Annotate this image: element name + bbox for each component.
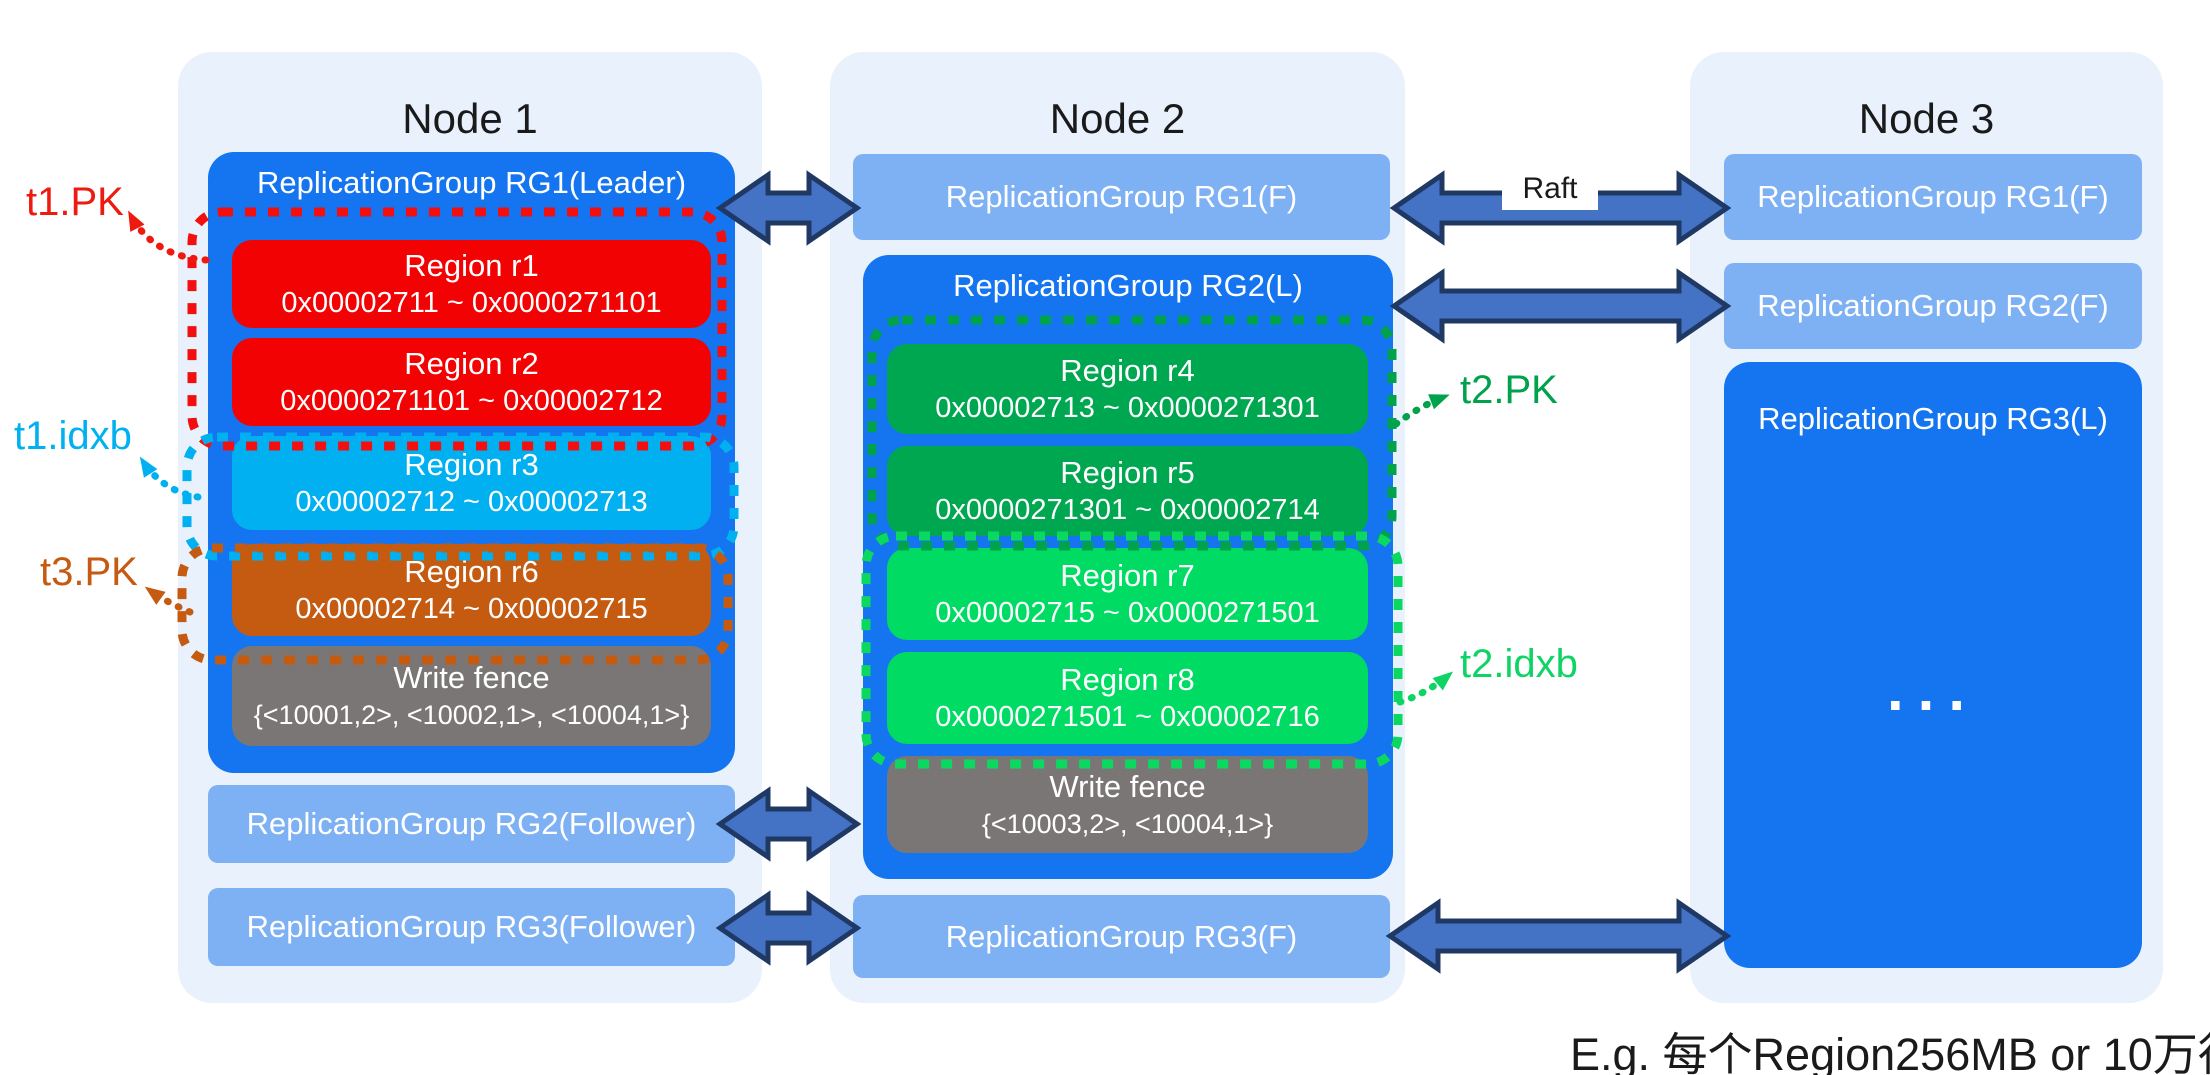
region-r5-title: Region r5 bbox=[1060, 455, 1195, 490]
region-r6: Region r6 0x00002714 ~ 0x00002715 bbox=[232, 544, 711, 636]
more-regions-ellipsis: ... bbox=[1886, 656, 1979, 723]
arrow-rg2-node2-node3 bbox=[1389, 268, 1732, 344]
label-t1-pk: t1.PK bbox=[26, 180, 124, 224]
node3-title: Node 3 bbox=[1858, 95, 1995, 142]
node1-title: Node 1 bbox=[402, 95, 538, 142]
region-r4-title: Region r4 bbox=[1060, 353, 1195, 388]
label-t3-pk: t3.PK bbox=[40, 550, 138, 594]
region-r8-range: 0x0000271501 ~ 0x00002716 bbox=[935, 701, 1320, 733]
node1-rg2-label: ReplicationGroup RG2(Follower) bbox=[246, 806, 697, 841]
region-r3-range: 0x00002712 ~ 0x00002713 bbox=[295, 486, 648, 518]
region-r1-range: 0x00002711 ~ 0x0000271101 bbox=[281, 287, 662, 319]
region-r2: Region r2 0x0000271101 ~ 0x00002712 bbox=[232, 338, 711, 426]
node3-rg1-label: ReplicationGroup RG1(F) bbox=[1757, 179, 2109, 214]
node2-rg3-follower: ReplicationGroup RG3(F) bbox=[853, 895, 1390, 978]
region-r8: Region r8 0x0000271501 ~ 0x00002716 bbox=[887, 652, 1368, 744]
write-fence-title: Write fence bbox=[393, 660, 550, 695]
write-fence-set: {<10003,2>, <10004,1>} bbox=[981, 808, 1274, 839]
label-t2-pk: t2.PK bbox=[1460, 368, 1558, 412]
bottom-caption: E.g. 每个Region256MB or 10万行 bbox=[1570, 1029, 2210, 1075]
region-r3: Region r3 0x00002712 ~ 0x00002713 bbox=[232, 436, 711, 530]
node2-title: Node 2 bbox=[1049, 95, 1186, 142]
region-r6-title: Region r6 bbox=[404, 554, 539, 589]
write-fence-set: {<10001,2>, <10002,1>, <10004,1>} bbox=[253, 700, 690, 730]
node3-rg1-follower: ReplicationGroup RG1(F) bbox=[1724, 154, 2142, 240]
region-r6-range: 0x00002714 ~ 0x00002715 bbox=[295, 593, 648, 625]
node2-rg1-follower: ReplicationGroup RG1(F) bbox=[853, 154, 1390, 240]
node1-write-fence: Write fence {<10001,2>, <10002,1>, <1000… bbox=[232, 646, 711, 746]
label-t2-idxb: t2.idxb bbox=[1460, 642, 1578, 686]
region-r7-title: Region r7 bbox=[1060, 558, 1195, 593]
region-r8-title: Region r8 bbox=[1060, 662, 1195, 697]
write-fence-title: Write fence bbox=[1049, 768, 1206, 804]
region-r2-title: Region r2 bbox=[404, 346, 539, 381]
node2-rg3-label: ReplicationGroup RG3(F) bbox=[945, 918, 1298, 954]
node3-rg2-follower: ReplicationGroup RG2(F) bbox=[1724, 263, 2142, 349]
region-r4: Region r4 0x00002713 ~ 0x0000271301 bbox=[887, 344, 1368, 434]
node1-rg3-label: ReplicationGroup RG3(Follower) bbox=[246, 909, 697, 944]
node3-rg3-leader-group: ReplicationGroup RG3(L) bbox=[1724, 362, 2142, 968]
region-r4-range: 0x00002713 ~ 0x0000271301 bbox=[935, 392, 1320, 424]
region-r5: Region r5 0x0000271301 ~ 0x00002714 bbox=[887, 446, 1368, 536]
label-t1-idxb: t1.idxb bbox=[14, 414, 132, 458]
node1-rg2-follower: ReplicationGroup RG2(Follower) bbox=[208, 785, 735, 863]
node3-rg3-header: ReplicationGroup RG3(L) bbox=[1758, 401, 2108, 436]
region-r2-range: 0x0000271101 ~ 0x00002712 bbox=[280, 385, 663, 417]
connector-t2-idxb bbox=[1396, 670, 1454, 706]
arrow-rg3-node2-node3 bbox=[1385, 898, 1732, 974]
node2-rg1-label: ReplicationGroup RG1(F) bbox=[945, 179, 1298, 214]
region-r7: Region r7 0x00002715 ~ 0x0000271501 bbox=[887, 548, 1368, 640]
region-r5-range: 0x0000271301 ~ 0x00002714 bbox=[935, 494, 1320, 526]
region-r7-range: 0x00002715 ~ 0x0000271501 bbox=[935, 597, 1320, 629]
node1-rg1-header: ReplicationGroup RG1(Leader) bbox=[256, 165, 687, 200]
node1-rg3-follower: ReplicationGroup RG3(Follower) bbox=[208, 888, 735, 966]
region-r3-title: Region r3 bbox=[404, 447, 539, 482]
node3-rg2-label: ReplicationGroup RG2(F) bbox=[1757, 288, 2109, 323]
node2-write-fence: Write fence {<10003,2>, <10004,1>} bbox=[887, 756, 1368, 853]
raft-label: Raft bbox=[1502, 168, 1598, 210]
node2-rg2-header: ReplicationGroup RG2(L) bbox=[953, 268, 1303, 303]
region-r1: Region r1 0x00002711 ~ 0x0000271101 bbox=[232, 240, 711, 328]
region-r1-title: Region r1 bbox=[404, 248, 539, 283]
